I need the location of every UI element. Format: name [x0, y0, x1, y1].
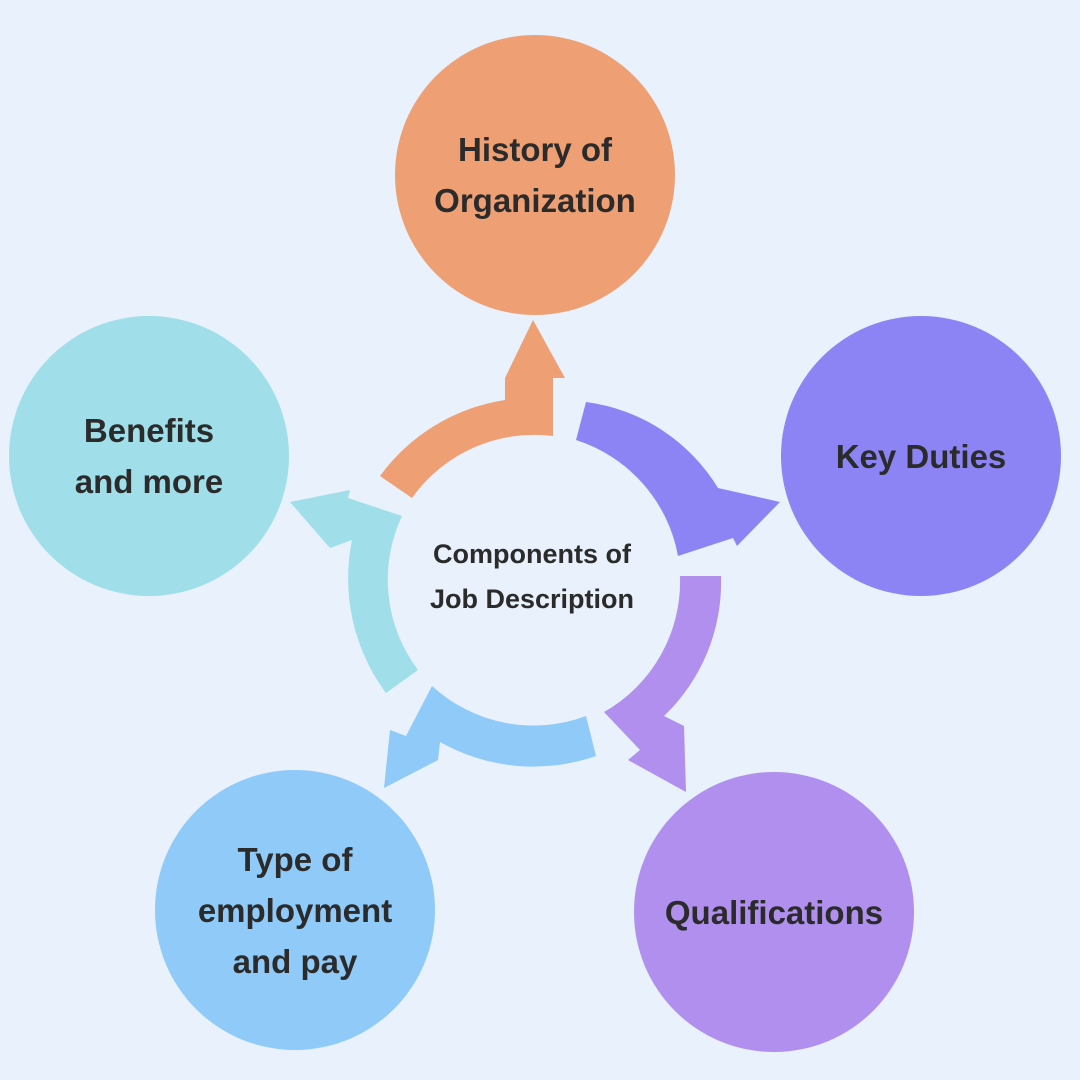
node-benefits: Benefits and more	[9, 316, 289, 596]
node-qualifications: Qualifications	[634, 772, 914, 1052]
arrow-to-benefits	[290, 490, 418, 693]
arrow-to-duties	[576, 402, 780, 556]
node-key-duties: Key Duties	[781, 316, 1061, 596]
node-label: Type of employment and pay	[197, 840, 393, 980]
node-history-of-organization: History of Organization	[395, 35, 675, 315]
arrow-to-type	[384, 686, 596, 788]
center-title: Components of Job Description	[429, 539, 635, 614]
node-label: History of Organization	[434, 131, 636, 219]
arrow-to-qualifications	[604, 576, 722, 792]
node-type-of-employment: Type of employment and pay	[155, 770, 435, 1050]
node-label: Qualifications	[664, 893, 884, 931]
node-label: Benefits and more	[74, 412, 224, 500]
arrow-to-history	[380, 320, 565, 498]
node-label: Key Duties	[835, 437, 1007, 475]
